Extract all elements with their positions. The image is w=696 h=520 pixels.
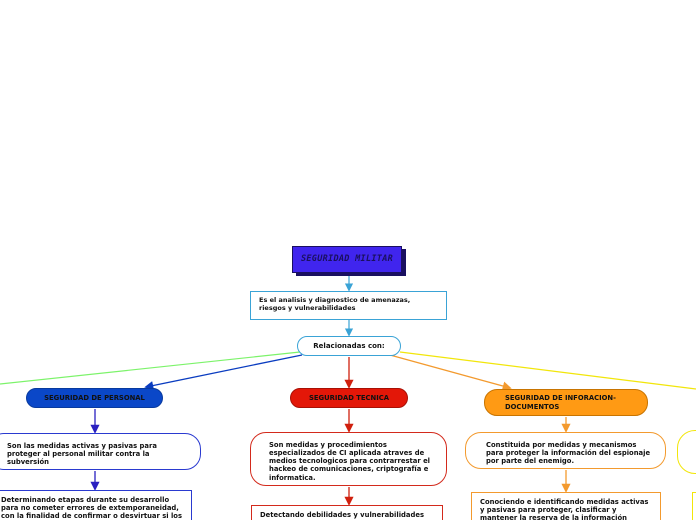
informacion-description-node[interactable]: Constituida por medidas y mecanismos par… [465, 432, 666, 469]
branch-informacion-node[interactable]: SEGURIDAD DE INFORACION-DOCUMENTOS [484, 389, 648, 416]
personal-description-text: Son las medidas activas y pasivas para p… [7, 442, 157, 467]
link-relation-yellow [399, 351, 696, 390]
personal-detail-node[interactable]: Determinando etapas durante su desarroll… [0, 490, 192, 520]
tecnica-description-node[interactable]: Son medidas y procedimientos especializa… [250, 432, 447, 486]
informacion-detail-text: Conociendo e identificando medidas activ… [480, 498, 649, 520]
branch-personal-node[interactable]: SEGURIDAD DE PERSONAL [26, 388, 163, 408]
link-relation-green [0, 351, 301, 385]
branch-tecnica-node[interactable]: SEGURIDAD TECNICA [290, 388, 408, 408]
link-relation-personal [144, 354, 303, 390]
branch-informacion-title: SEGURIDAD DE INFORACION-DOCUMENTOS [505, 394, 616, 411]
relation-label: Relacionadas con: [313, 341, 385, 350]
personal-description-node[interactable]: Son las medidas activas y pasivas para p… [0, 433, 201, 470]
branch-tecnica-title: SEGURIDAD TECNICA [308, 393, 390, 402]
definition-node[interactable]: Es el analisis y diagnostico de amenazas… [250, 291, 447, 320]
root-node-label: SEGURIDAD MILITAR [300, 254, 394, 265]
tecnica-detail-node[interactable]: Detectando debilidades y vulnerabilidade… [251, 505, 443, 520]
definition-text: Es el analisis y diagnostico de amenazas… [259, 296, 411, 312]
relation-node[interactable]: Relacionadas con: [297, 336, 401, 356]
personal-detail-text: Determinando etapas durante su desarroll… [1, 496, 182, 520]
informacion-detail-node[interactable]: Conociendo e identificando medidas activ… [471, 492, 661, 520]
branch-personal-title: SEGURIDAD DE PERSONAL [44, 393, 145, 402]
informacion-description-text: Constituida por medidas y mecanismos par… [486, 441, 651, 466]
tecnica-detail-text: Detectando debilidades y vulnerabilidade… [260, 511, 424, 519]
yellow-detail-node-partial[interactable] [692, 492, 696, 520]
root-node[interactable]: SEGURIDAD MILITAR [292, 246, 402, 273]
link-relation-informacion [389, 354, 512, 391]
tecnica-description-text: Son medidas y procedimientos especializa… [269, 441, 431, 482]
